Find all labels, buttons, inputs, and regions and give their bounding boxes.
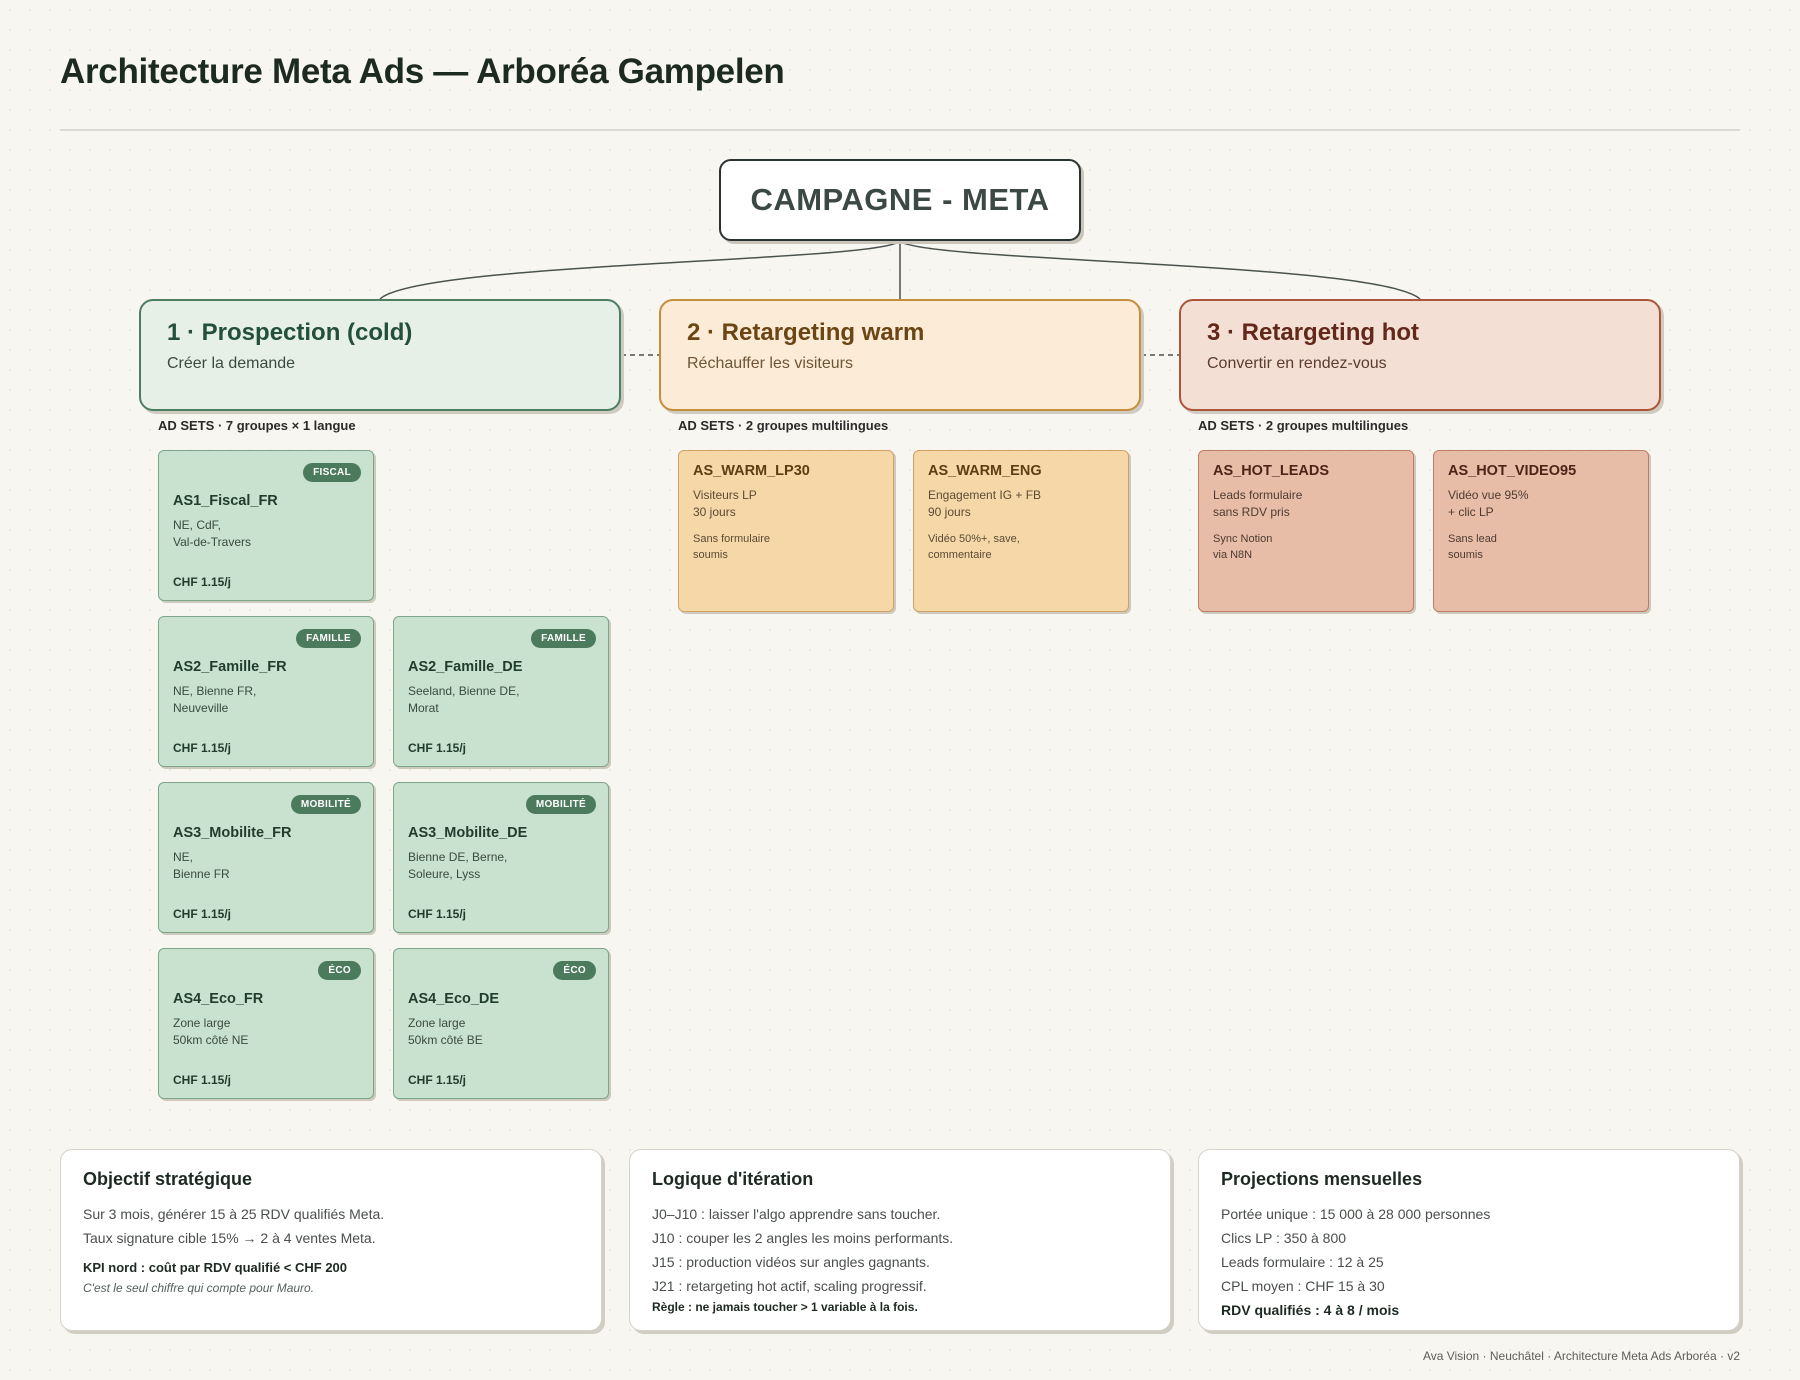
adset-card-as-hot-video95[interactable]: AS_HOT_VIDEO95 Vidéo vue 95% + clic LP S… (1433, 450, 1649, 612)
segment-badge: ÉCO (553, 961, 596, 980)
adset-card-as-hot-leads[interactable]: AS_HOT_LEADS Leads formulaire sans RDV p… (1198, 450, 1414, 612)
adset-card-as4-eco-fr[interactable]: ÉCO AS4_Eco_FR Zone large 50km côté NE C… (158, 948, 374, 1099)
segment-badge: FAMILLE (531, 629, 596, 648)
adsets-label-warm: AD SETS · 2 groupes multilingues (678, 418, 889, 433)
adset-budget: CHF 1.15/j (173, 575, 232, 589)
panel-line: Clics LP : 350 à 800 (1221, 1230, 1347, 1246)
adset-audience: Leads formulaire sans RDV pris (1213, 488, 1303, 519)
phase-retargeting-warm[interactable]: 2 · Retargeting warm Réchauffer les visi… (659, 299, 1141, 411)
adset-targeting: Bienne DE, Berne, Soleure, Lyss (408, 850, 508, 881)
adset-exclusion: Sync Notion via N8N (1213, 533, 1273, 561)
panel-title: Objectif stratégique (83, 1169, 253, 1189)
adsets-label-prospection: AD SETS · 7 groupes × 1 langue (158, 418, 356, 433)
panel-line: J10 : couper les 2 angles les moins perf… (652, 1230, 954, 1246)
adset-audience: Vidéo vue 95% + clic LP (1448, 488, 1529, 519)
objective-panel: Objectif stratégique Sur 3 mois, générer… (60, 1149, 602, 1331)
phase-title: 2 · Retargeting warm (687, 319, 925, 346)
adset-budget: CHF 1.15/j (408, 1073, 467, 1087)
adset-name: AS_HOT_LEADS (1213, 463, 1330, 479)
adset-name: AS3_Mobilite_FR (173, 825, 292, 841)
adset-card-as1-fiscal-fr[interactable]: FISCAL AS1_Fiscal_FR NE, CdF, Val-de-Tra… (158, 450, 374, 601)
adset-name: AS3_Mobilite_DE (408, 825, 528, 841)
panel-line: Leads formulaire : 12 à 25 (1221, 1254, 1384, 1270)
adset-budget: CHF 1.15/j (173, 1073, 232, 1087)
adset-exclusion: Sans lead soumis (1448, 533, 1497, 561)
phase-subtitle: Créer la demande (167, 355, 296, 372)
segment-badge: MOBILITÉ (290, 795, 361, 814)
adset-card-as3-mobilite-de[interactable]: MOBILITÉ AS3_Mobilite_DE Bienne DE, Bern… (393, 782, 609, 933)
phase-title: 1 · Prospection (cold) (167, 319, 413, 346)
kpi-note: C'est le seul chiffre qui compte pour Ma… (83, 1281, 315, 1295)
adset-exclusion: Vidéo 50%+, save, commentaire (928, 533, 1020, 561)
panel-line: J15 : production vidéos sur angles gagna… (652, 1254, 930, 1270)
panel-line: Taux signature cible 15% → 2 à 4 ventes … (83, 1230, 376, 1246)
page-title: Architecture Meta Ads — Arboréa Gampelen (60, 52, 785, 91)
adset-name: AS4_Eco_FR (173, 991, 264, 1007)
panel-line: CPL moyen : CHF 15 à 30 (1221, 1278, 1385, 1294)
adset-budget: CHF 1.15/j (408, 907, 467, 921)
projections-panel: Projections mensuelles Portée unique : 1… (1198, 1149, 1740, 1331)
kpi-statement: KPI nord : coût par RDV qualifié < CHF 2… (83, 1260, 348, 1275)
adset-card-as4-eco-de[interactable]: ÉCO AS4_Eco_DE Zone large 50km côté BE C… (393, 948, 609, 1099)
adset-exclusion: Sans formulaire soumis (693, 533, 771, 561)
adset-targeting: NE, CdF, Val-de-Travers (173, 518, 252, 549)
panel-line: Portée unique : 15 000 à 28 000 personne… (1221, 1206, 1491, 1222)
campaign-node[interactable]: CAMPAGNE - META (719, 159, 1081, 241)
adset-name: AS2_Famille_DE (408, 659, 523, 675)
adsets-label-hot: AD SETS · 2 groupes multilingues (1198, 418, 1409, 433)
adset-audience: Visiteurs LP 30 jours (693, 488, 757, 519)
segment-badge: FAMILLE (296, 629, 361, 648)
adset-name: AS2_Famille_FR (173, 659, 287, 675)
panel-line: J21 : retargeting hot actif, scaling pro… (652, 1278, 927, 1294)
adset-card-as-warm-eng[interactable]: AS_WARM_ENG Engagement IG + FB 90 jours … (913, 450, 1129, 612)
adset-card-as3-mobilite-fr[interactable]: MOBILITÉ AS3_Mobilite_FR NE, Bienne FR C… (158, 782, 374, 933)
adset-targeting: NE, Bienne FR (173, 850, 230, 881)
projection-highlight: RDV qualifiés : 4 à 8 / mois (1221, 1302, 1400, 1318)
adset-name: AS1_Fiscal_FR (173, 493, 278, 509)
connector-campaign-to-hot (899, 240, 1421, 300)
adset-targeting: Zone large 50km côté NE (173, 1016, 249, 1047)
adset-card-as2-famille-de[interactable]: FAMILLE AS2_Famille_DE Seeland, Bienne D… (393, 616, 609, 767)
adset-name: AS4_Eco_DE (408, 991, 500, 1007)
adset-name: AS_HOT_VIDEO95 (1448, 463, 1577, 479)
adset-budget: CHF 1.15/j (408, 741, 467, 755)
phase-prospection[interactable]: 1 · Prospection (cold) Créer la demande (139, 299, 621, 411)
phase-subtitle: Convertir en rendez-vous (1207, 355, 1387, 372)
iteration-rule: Règle : ne jamais toucher > 1 variable à… (652, 1300, 918, 1314)
title-divider (60, 129, 1740, 131)
adset-name: AS_WARM_LP30 (693, 463, 810, 479)
connector-campaign-to-prospection (379, 240, 901, 300)
adset-name: AS_WARM_ENG (928, 463, 1042, 479)
adset-targeting: NE, Bienne FR, Neuveville (173, 684, 257, 715)
adset-card-as-warm-lp30[interactable]: AS_WARM_LP30 Visiteurs LP 30 jours Sans … (678, 450, 894, 612)
segment-badge: FISCAL (303, 463, 361, 482)
adset-audience: Engagement IG + FB 90 jours (928, 488, 1042, 519)
phase-subtitle: Réchauffer les visiteurs (687, 355, 853, 372)
adset-card-as2-famille-fr[interactable]: FAMILLE AS2_Famille_FR NE, Bienne FR, Ne… (158, 616, 374, 767)
phase-title: 3 · Retargeting hot (1207, 319, 1420, 346)
footer-credit: Ava Vision · Neuchâtel · Architecture Me… (1422, 1349, 1740, 1363)
panel-title: Logique d'itération (652, 1169, 814, 1189)
segment-badge: ÉCO (318, 961, 361, 980)
adset-budget: CHF 1.15/j (173, 741, 232, 755)
panel-line: J0–J10 : laisser l'algo apprendre sans t… (652, 1206, 941, 1222)
panel-line: Sur 3 mois, générer 15 à 25 RDV qualifié… (83, 1206, 385, 1222)
phase-retargeting-hot[interactable]: 3 · Retargeting hot Convertir en rendez-… (1179, 299, 1661, 411)
adset-targeting: Seeland, Bienne DE, Morat (408, 684, 520, 715)
adset-budget: CHF 1.15/j (173, 907, 232, 921)
panel-title: Projections mensuelles (1221, 1169, 1423, 1189)
iteration-panel: Logique d'itération J0–J10 : laisser l'a… (629, 1149, 1171, 1331)
segment-badge: MOBILITÉ (525, 795, 596, 814)
adset-targeting: Zone large 50km côté BE (408, 1016, 483, 1047)
